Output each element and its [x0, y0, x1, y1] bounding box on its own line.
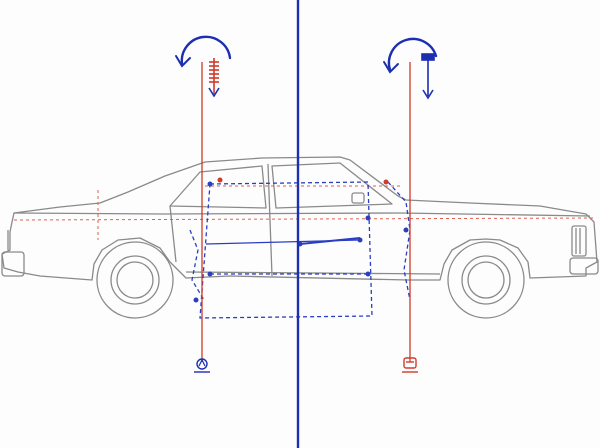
side-mirror [351, 192, 365, 204]
joint-marker [365, 271, 371, 277]
joint-marker [207, 271, 213, 277]
rear-bumper [1, 251, 25, 277]
rotation-arrow-icon [383, 37, 438, 74]
front-window [169, 165, 267, 209]
sill-line [185, 271, 441, 275]
red-marker [217, 177, 223, 183]
door-line-front [267, 163, 273, 277]
door-line-rear [169, 205, 177, 263]
front-suspension [387, 181, 411, 301]
red-markers [217, 177, 389, 185]
link-bar [299, 237, 361, 245]
axis-marker-icon [402, 357, 418, 373]
axis-marker-icon [194, 358, 210, 373]
belt-line [13, 212, 591, 217]
rear-suspension [189, 229, 205, 301]
joint-markers [193, 181, 409, 303]
rotation-arrow-icon [175, 35, 232, 68]
joint-marker [193, 297, 199, 303]
dimension-line-horizontal [13, 217, 595, 221]
joint-marker [207, 181, 213, 187]
frame-outline [199, 181, 373, 319]
spring-icon [208, 58, 220, 98]
chassis-frame [189, 181, 411, 319]
front-wheel [447, 241, 525, 319]
rear-window [271, 162, 393, 209]
front-bumper [569, 257, 599, 275]
rear-wheel [96, 241, 174, 319]
red-marker [383, 179, 389, 185]
pin-icon [421, 53, 435, 100]
car-silhouette [1, 156, 598, 281]
joint-marker [357, 237, 363, 243]
joint-marker [365, 215, 371, 221]
joint-marker [403, 227, 409, 233]
front-grille [571, 225, 587, 257]
